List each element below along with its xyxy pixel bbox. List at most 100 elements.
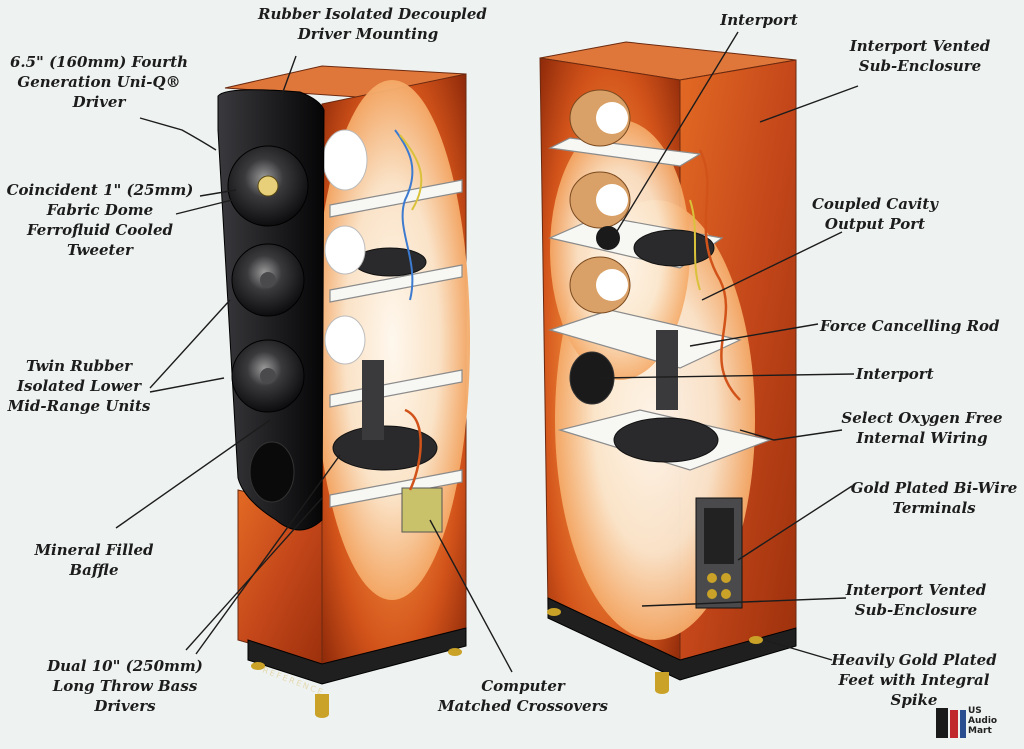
label-feet: Heavily Gold Plated Feet with Integral S… [826, 650, 1002, 710]
label-baffle-line-1: Mineral Filled [34, 541, 154, 559]
right-speaker [539, 41, 797, 694]
leader-terminals [737, 485, 853, 561]
left-foot-1 [251, 662, 265, 670]
label-bass-line-1: Dual 10" (250mm) [47, 657, 203, 675]
label-tweeter-line-4: Tweeter [67, 241, 133, 259]
label-midrange-line-1: Twin Rubber [25, 357, 133, 375]
left-wiring-orange [404, 408, 422, 491]
label-subenclosure-top-line-1: Interport Vented [849, 37, 991, 55]
label-bass: Dual 10" (250mm) Long Throw Bass Drivers [30, 656, 220, 716]
right-terminal-post-3 [707, 589, 717, 599]
left-damping-low [324, 315, 366, 365]
right-terminal-post-2 [721, 573, 731, 583]
label-terminals-line-2: Terminals [892, 499, 976, 517]
watermark-text: US Audio Mart [968, 706, 997, 736]
label-cavity-line-2: Output Port [824, 215, 926, 233]
label-feet-line-2: Feet with Integral [838, 671, 990, 689]
right-foot-2-body [655, 672, 669, 690]
leader-tweeter-1 [199, 189, 237, 197]
left-damping-mid [324, 225, 366, 275]
label-terminals-line-1: Gold Plated Bi-Wire [850, 479, 1018, 497]
label-subenclosure-bottom-line-1: Interport Vented [845, 581, 987, 599]
label-interport-mid-line-1: Interport [856, 365, 934, 383]
label-bass-line-2: Long Throw Bass [52, 677, 198, 695]
watermark-line-1: US [968, 706, 982, 716]
label-rod: Force Cancelling Rod [820, 316, 1020, 336]
left-foot-3 [448, 648, 462, 656]
left-port [249, 441, 295, 503]
label-crossovers-line-1: Computer [481, 677, 565, 695]
label-feet-line-3: Spike [890, 691, 938, 709]
label-subenclosure-top: Interport Vented Sub-Enclosure [838, 36, 1002, 76]
right-foot-1 [547, 608, 561, 616]
leader-rod [689, 323, 819, 347]
right-terminal-post-1 [707, 573, 717, 583]
label-rubber-isolated-line-2: Driver Mounting [297, 25, 439, 43]
leader-feet [763, 639, 833, 661]
label-baffle-line-2: Baffle [69, 561, 119, 579]
label-interport-top-line-1: Interport [720, 11, 798, 29]
label-wiring: Select Oxygen Free Internal Wiring [834, 408, 1010, 448]
leader-crossovers [429, 519, 513, 673]
right-terminal-inner [704, 508, 734, 564]
leader-interport-top [613, 31, 739, 237]
label-rubber-isolated-line-1: Rubber Isolated Decoupled [258, 5, 487, 23]
label-bass-line-3: Drivers [94, 697, 156, 715]
label-baffle: Mineral Filled Baffle [24, 540, 164, 580]
left-mid-driver-1 [231, 243, 305, 317]
label-tweeter-line-3: Ferrofluid Cooled [26, 221, 174, 239]
label-terminals: Gold Plated Bi-Wire Terminals [846, 478, 1022, 518]
leader-interport-mid [599, 373, 855, 379]
right-force-rod [656, 330, 678, 410]
right-damping-2 [596, 184, 628, 216]
label-interport-top: Interport [704, 10, 814, 30]
left-internal-bass-driver [332, 425, 438, 471]
leader-cavity [701, 231, 843, 301]
label-tweeter-line-2: Fabric Dome [46, 201, 154, 219]
left-plinth [247, 627, 467, 685]
label-driver-line-2: Generation Uni-Q® [17, 73, 181, 91]
label-midrange: Twin Rubber Isolated Lower Mid-Range Uni… [4, 356, 154, 416]
watermark-line-3: Mart [968, 726, 992, 736]
leader-rubber-isolated [279, 55, 297, 101]
label-midrange-line-3: Mid-Range Units [7, 397, 151, 415]
right-wiring-yellow [689, 199, 701, 291]
label-subenclosure-bottom-line-2: Sub-Enclosure [854, 601, 978, 619]
leader-baffle [115, 419, 271, 529]
right-wiring-orange [698, 149, 741, 401]
left-mid-driver-2 [231, 339, 305, 413]
left-force-rod [362, 360, 384, 440]
right-damping-3 [596, 269, 628, 301]
label-crossovers: Computer Matched Crossovers [430, 676, 616, 716]
label-crossovers-line-2: Matched Crossovers [438, 697, 608, 715]
left-wiring-yellow [399, 134, 423, 211]
left-uniq-driver [227, 145, 309, 227]
label-midrange-line-2: Isolated Lower [17, 377, 141, 395]
label-driver-line-1: 6.5" (160mm) Fourth [9, 53, 189, 71]
label-tweeter-line-1: Coincident 1" (25mm) [6, 181, 194, 199]
leader-lines [115, 31, 859, 673]
right-terminal-post-4 [721, 589, 731, 599]
left-crossover-board [401, 487, 443, 533]
label-wiring-line-2: Internal Wiring [856, 429, 988, 447]
label-subenclosure-top-line-2: Sub-Enclosure [858, 57, 982, 75]
label-driver-line-3: Driver [72, 93, 126, 111]
leader-midrange-2 [149, 377, 225, 393]
right-damping-1 [596, 102, 628, 134]
leader-driver [139, 117, 217, 151]
label-subenclosure-bottom: Interport Vented Sub-Enclosure [836, 580, 996, 620]
leader-subenclosure-bottom [641, 597, 847, 607]
right-foot-3 [749, 636, 763, 644]
right-plinth [547, 597, 797, 681]
label-driver: 6.5" (160mm) Fourth Generation Uni-Q® Dr… [4, 52, 194, 112]
left-wiring-blue [394, 129, 414, 301]
label-rod-line-1: Force Cancelling Rod [820, 317, 1000, 335]
label-feet-line-1: Heavily Gold Plated [831, 651, 997, 669]
right-interport-top [596, 226, 620, 250]
watermark-line-2: Audio [968, 716, 998, 726]
usaudiomart-logo-icon [936, 708, 966, 738]
right-internal-bass-driver [613, 417, 719, 463]
leader-tweeter-2 [175, 199, 233, 215]
label-tweeter: Coincident 1" (25mm) Fabric Dome Ferrofl… [2, 180, 198, 260]
